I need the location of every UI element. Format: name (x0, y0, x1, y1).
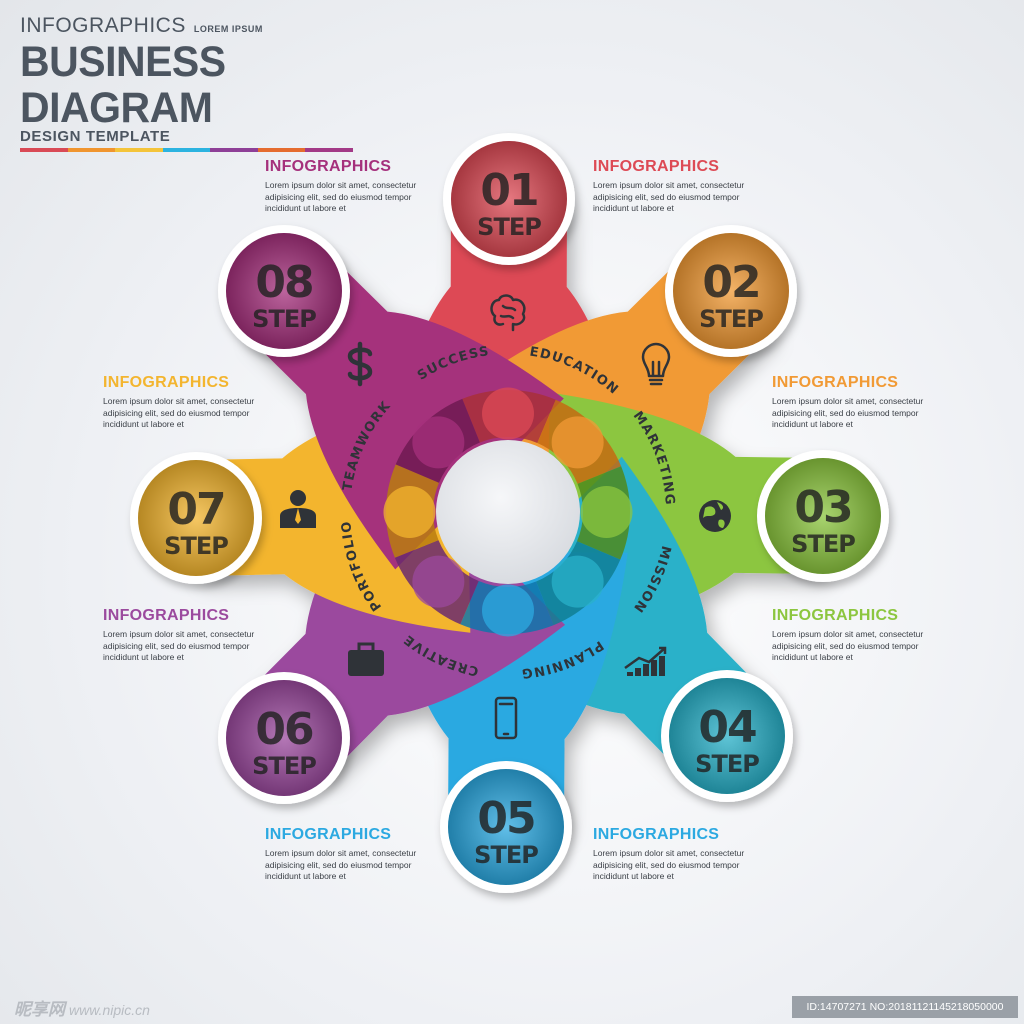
ring-swirl-05 (482, 584, 534, 637)
info-title: INFOGRAPHICS (772, 374, 899, 391)
ring-swirl-07 (383, 486, 436, 538)
header-bar-segment (115, 148, 163, 152)
info-text: Lorem ipsum dolor sit amet, consectetur … (772, 629, 924, 662)
step-label-07: STEP (164, 532, 228, 560)
info-title: INFOGRAPHICS (103, 374, 230, 391)
step-label-05: STEP (474, 841, 538, 869)
step-label-06: STEP (252, 752, 316, 780)
info-block: INFOGRAPHICS Lorem ipsum dolor sit amet, … (772, 374, 942, 431)
info-block: INFOGRAPHICS Lorem ipsum dolor sit amet, … (265, 826, 435, 883)
header-bar-segment (257, 148, 306, 152)
info-text: Lorem ipsum dolor sit amet, consectetur … (103, 629, 255, 662)
ring-swirl-02 (551, 416, 604, 469)
info-title: INFOGRAPHICS (265, 826, 392, 843)
ring-swirl-04 (551, 555, 604, 608)
step-number-01: 01 (480, 165, 537, 216)
info-title: INFOGRAPHICS (772, 607, 899, 624)
header-bar-segment (67, 148, 116, 152)
info-title: INFOGRAPHICS (593, 158, 720, 175)
step-label-01: STEP (477, 213, 541, 241)
info-block: INFOGRAPHICS Lorem ipsum dolor sit amet, … (593, 826, 763, 883)
page-title: BUSINESS DIAGRAM (20, 36, 226, 132)
step-number-06: 06 (255, 704, 313, 755)
center-hole (436, 440, 580, 584)
info-block: INFOGRAPHICS Lorem ipsum dolor sit amet, … (772, 607, 942, 664)
step-label-03: STEP (791, 530, 855, 558)
info-title: INFOGRAPHICS (593, 826, 720, 843)
info-text: Lorem ipsum dolor sit amet, consectetur … (772, 396, 924, 429)
info-block: INFOGRAPHICS Lorem ipsum dolor sit amet, … (103, 607, 273, 664)
chart-icon (624, 646, 667, 676)
info-block: INFOGRAPHICS Lorem ipsum dolor sit amet, … (593, 158, 763, 215)
image-id-bar: ID:14707271 NO:20181121145218050000 (792, 996, 1018, 1018)
info-block: INFOGRAPHICS Lorem ipsum dolor sit amet, … (265, 158, 435, 215)
info-title: INFOGRAPHICS (265, 158, 392, 175)
header-bar-segment (20, 148, 68, 152)
step-number-04: 04 (698, 702, 756, 753)
header-tagline: LOREM IPSUM (193, 24, 263, 34)
info-text: Lorem ipsum dolor sit amet, consectetur … (593, 180, 745, 213)
brain-icon (490, 294, 526, 332)
header-bar-segment (305, 148, 354, 152)
briefcase-icon (348, 642, 384, 676)
watermark-brand: 昵享网 (14, 1000, 65, 1019)
info-text: Lorem ipsum dolor sit amet, consectetur … (593, 848, 745, 881)
globe-icon (699, 500, 731, 532)
phone-icon (494, 696, 518, 740)
watermark-url: www.nipic.cn (69, 1002, 150, 1018)
step-number-02: 02 (702, 257, 759, 308)
header-color-bar (20, 148, 354, 152)
header-small-title: INFOGRAPHICS (20, 14, 186, 37)
step-label-04: STEP (695, 750, 759, 778)
page-subtitle: DESIGN TEMPLATE (20, 128, 171, 145)
ring-swirl-03 (580, 486, 633, 538)
ring-swirl-08 (412, 416, 465, 469)
info-title: INFOGRAPHICS (103, 607, 230, 624)
step-number-08: 08 (255, 257, 312, 308)
info-text: Lorem ipsum dolor sit amet, consectetur … (265, 848, 417, 881)
ring-swirl-06 (412, 555, 465, 608)
header: INFOGRAPHICS LOREM IPSUM BUSINESS DIAGRA… (20, 14, 360, 152)
dollar-icon (347, 341, 373, 387)
ring-swirl-01 (482, 387, 534, 440)
lightbulb-icon (641, 342, 671, 386)
info-text: Lorem ipsum dolor sit amet, consectetur … (103, 396, 255, 429)
person-icon (280, 490, 316, 528)
step-number-05: 05 (477, 793, 534, 844)
header-bar-segment (210, 148, 258, 152)
step-number-03: 03 (794, 482, 851, 533)
info-block: INFOGRAPHICS Lorem ipsum dolor sit amet, … (103, 374, 273, 431)
step-label-02: STEP (699, 305, 763, 333)
step-label-08: STEP (252, 305, 316, 333)
info-text: Lorem ipsum dolor sit amet, consectetur … (265, 180, 417, 213)
step-number-07: 07 (167, 484, 224, 535)
header-bar-segment (162, 148, 211, 152)
